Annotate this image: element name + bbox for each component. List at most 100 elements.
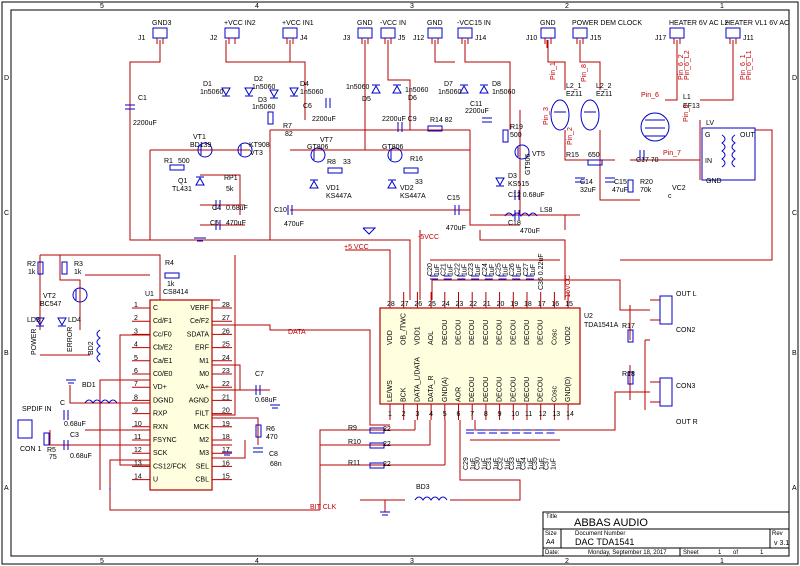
net-minus5: -5VCC: [418, 234, 439, 241]
lbl-c15b: C15: [614, 179, 627, 186]
transistor-vt2: [72, 287, 88, 303]
cap-value: 1uF: [551, 458, 558, 470]
lbl-vd1-val: KS447A: [326, 193, 352, 200]
inner-border: [10, 9, 790, 557]
lbl-r9: R9: [348, 425, 357, 432]
u1-pin-number: 26: [222, 328, 230, 335]
u2-pin-number: 9: [498, 411, 502, 418]
lbl-c12: C12 0.68uF: [508, 192, 545, 199]
lbl-pin6l2: Pin_6_L2: [684, 50, 691, 80]
resistor-r6: [255, 424, 262, 438]
u2-pin-name: VDD: [387, 330, 394, 345]
lbl-c4-val: 0.68uF: [226, 205, 248, 212]
u2-pin-1: 1LE/WS: [387, 380, 394, 420]
u1-pin-number: 24: [222, 355, 230, 362]
connector-ref-label: J15: [590, 35, 601, 42]
lbl-c36: C36 0.22uF: [538, 253, 545, 290]
u1-pin-27: 27 Ce/F2: [190, 315, 232, 325]
connector-con2: [659, 295, 673, 325]
cap-value: 1uF: [528, 458, 535, 470]
u1-pin-number: 6: [134, 368, 138, 375]
ferrite-bd2: [96, 329, 101, 363]
lbl-c4: C4: [212, 205, 221, 212]
connector-net-label: +VCC IN2: [224, 20, 256, 27]
u1-pin-name: Ce/F2: [190, 318, 209, 325]
cap-value: 1uF: [516, 264, 523, 276]
lbl-ld4: LD4: [68, 317, 81, 324]
u1-pin-number: 3: [134, 328, 138, 335]
title-label: Title: [546, 514, 558, 520]
transistor-vt1: [197, 142, 213, 158]
capacitor-c14: [575, 177, 585, 183]
u2-pin-name: GND(A): [442, 377, 449, 402]
lbl-c6-val: 2200uF: [312, 116, 336, 123]
diode-d2: [244, 87, 254, 97]
border-row-left: A: [4, 485, 9, 492]
lbl-c7: C7: [255, 371, 264, 378]
u1-pin-name: DGND: [153, 397, 174, 404]
net-plus5: +5 VCC: [344, 244, 369, 251]
lbl-vt3: VT3: [250, 150, 263, 157]
lbl-vd1: VD1: [326, 185, 340, 192]
lbl-pin8: Pin_8: [581, 64, 588, 82]
u2-pin-number: 7: [470, 411, 474, 418]
u1-pin-number: 20: [222, 408, 230, 415]
u2-pin-number: 21: [483, 301, 491, 308]
lbl-c-in-val: 0.68uF: [64, 421, 86, 428]
u1-pin-name: Cd/F1: [153, 318, 172, 325]
lbl-ez11a: EZ11: [566, 91, 582, 98]
u2-pin-number: 22: [469, 301, 477, 308]
lbl-c14: C14: [580, 179, 593, 186]
lbl-bd1: BD1: [82, 382, 96, 389]
u1-body: [149, 299, 213, 491]
border-col-top: 5: [100, 3, 104, 10]
lbl-kt908: KT908: [249, 142, 270, 149]
parts: [17, 84, 756, 516]
u2-pin-name: DECOU: [442, 320, 449, 345]
diode-d1: [221, 87, 231, 97]
u2-pin-name: DATA_R: [428, 375, 435, 402]
cap-ref: C21: [441, 263, 448, 276]
capacitor-c-in: [63, 410, 69, 420]
u2-pin-name: DECOU: [510, 377, 517, 402]
u2-pin-name: Cosc: [551, 329, 558, 345]
u2-pin-number: 1: [388, 411, 392, 418]
u1-pin-name: FILT: [195, 411, 210, 418]
u2-pin-number: 17: [538, 301, 546, 308]
docnum-label: Document Number: [575, 531, 625, 537]
u1-pin-name: ERF: [195, 345, 209, 352]
u2-pin-name: DECOU: [538, 320, 545, 345]
lbl-l2-1: L2_1: [566, 83, 582, 90]
u2-pin-name: DECOU: [469, 377, 476, 402]
lbl-r15: R15: [566, 152, 579, 159]
cap-ref: C26: [509, 263, 516, 276]
connector-net-label: GND: [357, 20, 373, 27]
resistor-r14: [427, 125, 443, 132]
cap-value: 1uF: [475, 264, 482, 276]
lbl-r9-val: 22: [383, 426, 391, 433]
cap-ref: C22: [454, 263, 461, 276]
lbl-c1: C1: [138, 95, 147, 102]
lbl-outl: OUT L: [676, 291, 697, 298]
u1-pin-name: CBL: [195, 477, 209, 484]
u2-pin-name: BCK: [401, 387, 408, 402]
lbl-d1: D1: [203, 81, 212, 88]
diode-d5: [371, 84, 381, 94]
lbl-vt2-val: BC547: [40, 301, 62, 308]
connector-net-label: GND: [427, 20, 443, 27]
u1-pin-number: 27: [222, 315, 230, 322]
